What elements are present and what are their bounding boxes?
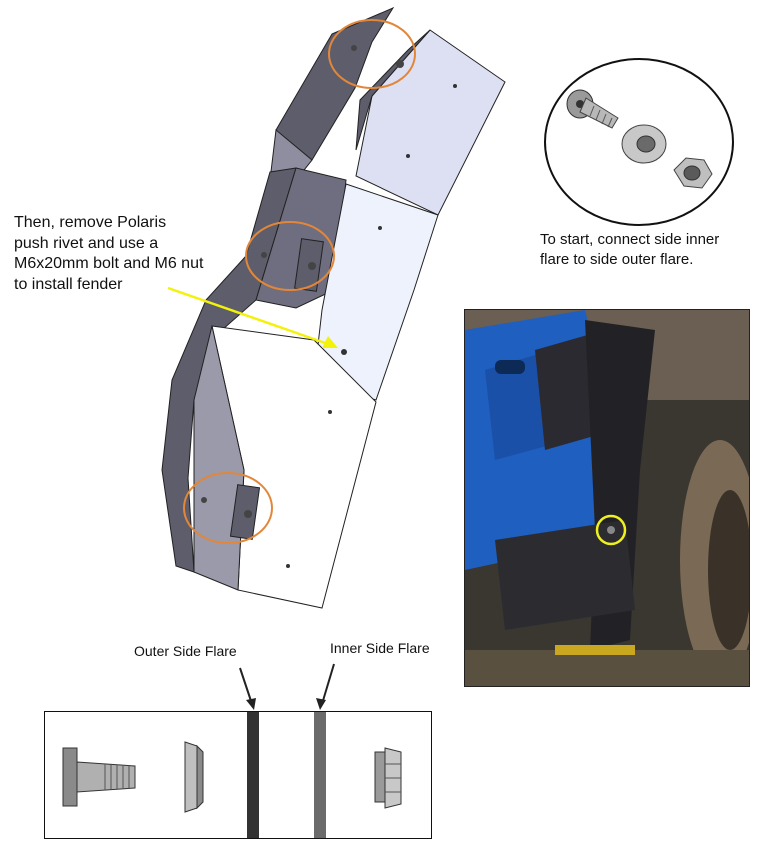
inner-flare-section-bar — [314, 712, 326, 838]
outer-label-arrow — [239, 667, 253, 705]
bolt-dot — [406, 154, 410, 158]
hardware-illustration — [566, 89, 713, 189]
washer-icon — [621, 124, 667, 164]
pointer-arrow-head — [322, 336, 338, 348]
outer-flare-section-bar — [247, 712, 259, 838]
bolt-icon — [62, 747, 136, 807]
callout-circle-lower — [183, 472, 273, 544]
rivet-highlight-circle — [595, 514, 627, 546]
bolt-dot — [261, 252, 267, 258]
pointer-arrow-line — [167, 286, 329, 346]
bolt-dot — [341, 349, 347, 355]
inner-flare-middle-panel — [313, 183, 439, 401]
bolt-dot — [453, 84, 457, 88]
inner-label-arrow — [321, 663, 335, 705]
section-view-box — [44, 711, 432, 839]
bolt-dot — [328, 410, 332, 414]
washer-icon — [184, 741, 204, 813]
section-view-illustration — [62, 712, 402, 838]
bolt-dot — [378, 226, 382, 230]
outer-flare-mid-panel — [255, 167, 347, 309]
nut-icon — [374, 747, 402, 809]
vehicle-photo-illustration — [465, 310, 749, 686]
bolt-dot — [286, 564, 290, 568]
inner-side-flare-label: Inner Side Flare — [330, 640, 430, 656]
bolt-dot — [244, 510, 252, 518]
callout-circle-middle — [245, 221, 335, 291]
inner-flare-top-edge — [355, 29, 431, 151]
start-instruction: To start, connect side inner flare to si… — [540, 231, 720, 268]
callout-circle-top — [328, 19, 416, 89]
bolt-icon — [566, 89, 619, 129]
outer-side-flare-label: Outer Side Flare — [134, 643, 237, 659]
vehicle-photo — [464, 309, 750, 687]
bolt-dot — [351, 45, 357, 51]
bolt-dot — [308, 262, 316, 270]
nut-icon — [673, 157, 713, 189]
fender-install-instruction: Then, remove Polaris push rivet and use … — [14, 214, 204, 293]
bolt-dot — [201, 497, 207, 503]
hardware-callout-circle — [544, 58, 734, 226]
bolt-dot — [396, 60, 404, 68]
